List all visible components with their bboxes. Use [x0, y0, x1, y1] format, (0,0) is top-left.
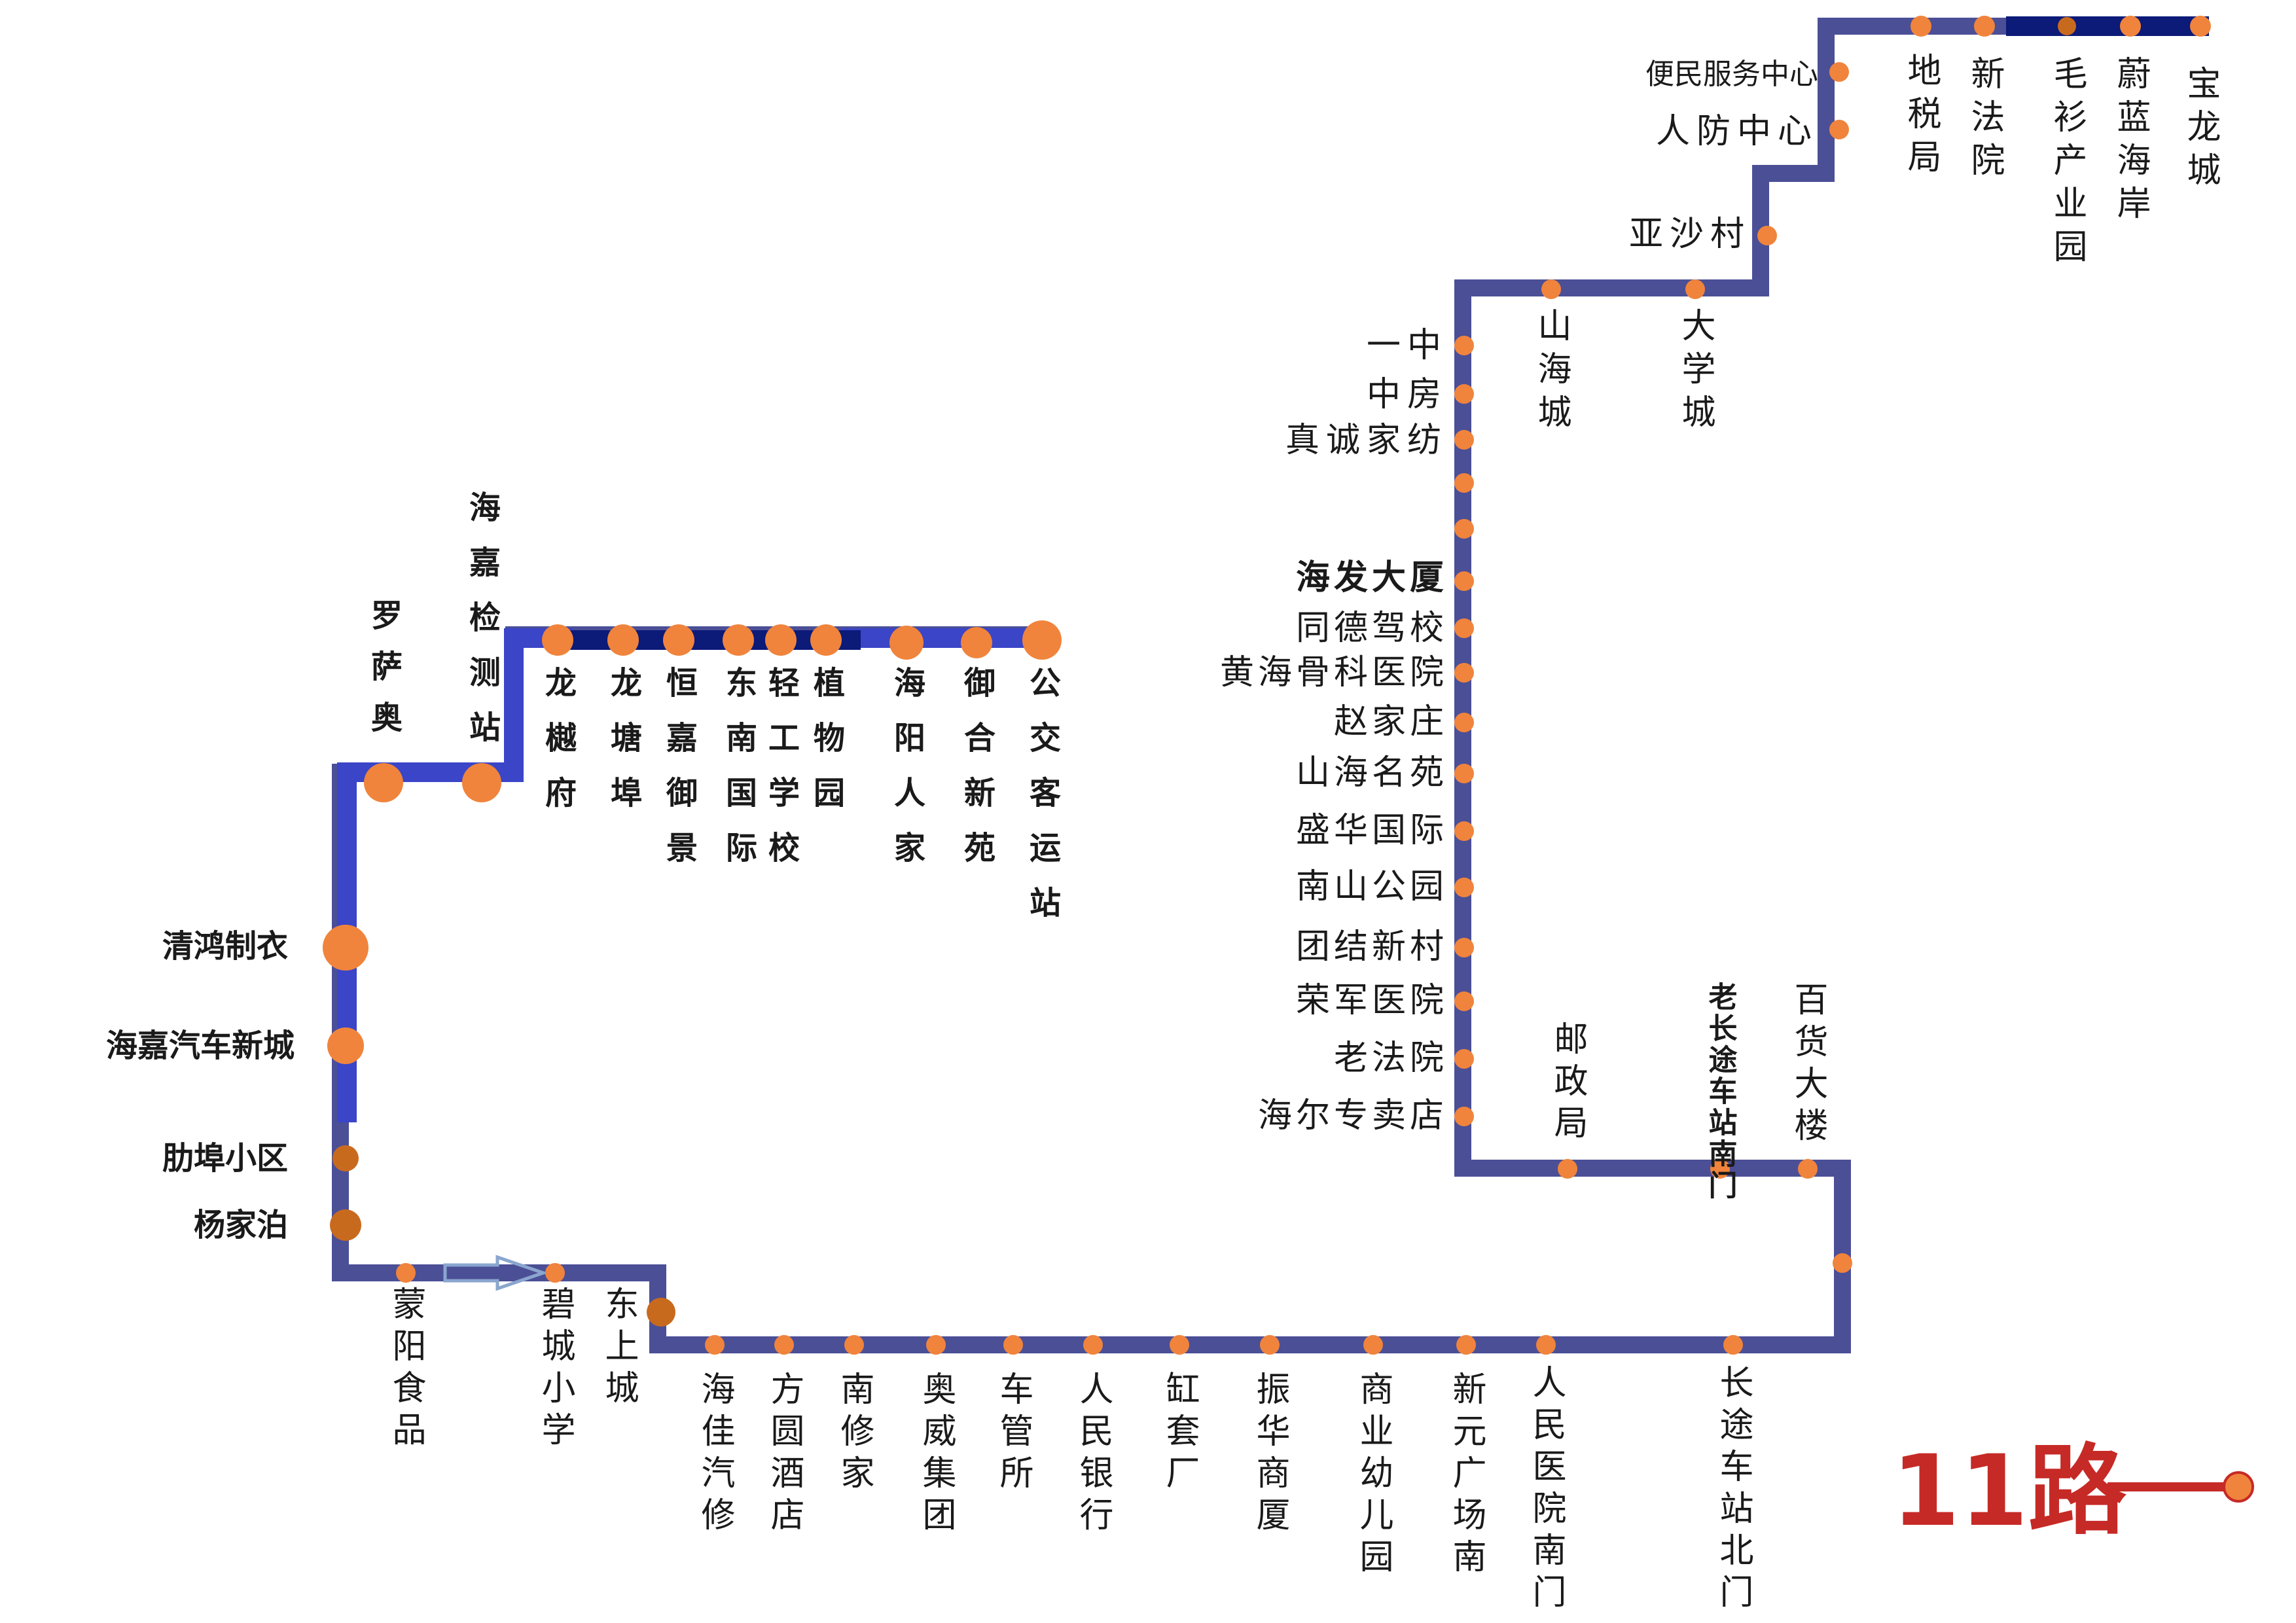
station-label: 人民医院南门: [1526, 1364, 1566, 1616]
station-label: 方圆酒店: [764, 1371, 804, 1539]
station-label: 荣军医院: [1296, 981, 1448, 1020]
station-label: 奥威集团: [916, 1371, 956, 1539]
station-label: 东南国际: [720, 666, 757, 886]
station-label: 黄海骨科医院: [1220, 653, 1448, 692]
station-label: 海嘉检测站: [463, 491, 501, 766]
station-label: 杨家泊: [194, 1207, 288, 1243]
station-label: 百货大楼: [1788, 982, 1827, 1149]
station-label: 新法院: [1965, 56, 2004, 185]
station-label: 长途车站北门: [1713, 1364, 1753, 1616]
station-label: 盛华国际: [1296, 811, 1448, 850]
station-label: 蔚蓝海岸: [2111, 56, 2150, 228]
station-labels: 宝龙城 蔚蓝海岸 毛衫产业园 新法院 地税局 便民服务中心 人防中心 亚沙村 大…: [106, 52, 2220, 1616]
station-label: 御合新苑: [958, 666, 996, 886]
station-label: 海佳汽修: [695, 1371, 734, 1539]
station-label: 龙塘埠: [605, 666, 642, 831]
station-label: 公交客运站: [1024, 666, 1061, 941]
station-label: 海发大厦: [1296, 558, 1448, 597]
legend-stop-icon: [2223, 1471, 2254, 1503]
station-label: 南修家: [834, 1371, 874, 1497]
station-label: 人民银行: [1073, 1371, 1113, 1539]
stop-markers: [323, 16, 2211, 1355]
station-label: 山海名苑: [1296, 753, 1448, 793]
station-label: 商业幼儿园: [1354, 1371, 1393, 1580]
station-label: 恒嘉御景: [660, 666, 698, 886]
station-label: 老法院: [1334, 1039, 1448, 1078]
station-label: 新元广场南: [1446, 1371, 1486, 1580]
direction-arrow-icon: [443, 1255, 548, 1291]
station-label: 龙樾府: [539, 666, 577, 831]
route-number-label: 11路: [1892, 1435, 2127, 1548]
station-label: 植物园: [808, 666, 845, 831]
station-label: 亚沙村: [1629, 215, 1751, 254]
station-label: 清鸿制衣: [162, 928, 288, 965]
station-label: 缸套厂: [1160, 1371, 1199, 1497]
station-label: 肋埠小区: [162, 1140, 288, 1177]
station-label: 便民服务中心: [1645, 58, 1818, 91]
station-label: 南山公园: [1296, 867, 1448, 906]
station-label: 大学城: [1676, 308, 1715, 437]
station-label: 山海城: [1532, 308, 1571, 437]
station-label: 海尔专卖店: [1258, 1096, 1448, 1135]
station-label: 赵家庄: [1334, 702, 1448, 741]
station-label: 蒙阳食品: [386, 1286, 425, 1454]
station-label: 一中: [1367, 326, 1448, 365]
station-label: 人防中心: [1656, 112, 1818, 151]
station-label: 宝龙城: [2181, 65, 2220, 195]
station-label: 东上城: [599, 1286, 638, 1412]
station-label: 轻工学校: [762, 666, 800, 886]
route-legend: 11路: [1892, 1435, 2254, 1548]
station-label: 地税局: [1901, 52, 1941, 182]
station-label: 真诚家纺: [1285, 421, 1448, 460]
station-label: 邮政局: [1548, 1021, 1587, 1147]
station-label: 海嘉汽车新城: [106, 1027, 295, 1064]
station-label: 海阳人家: [888, 666, 925, 886]
station-label: 车管所: [994, 1371, 1033, 1497]
station-label: 毛衫产业园: [2047, 56, 2087, 272]
station-label: 碧城小学: [535, 1286, 575, 1454]
station-label: 罗萨奥: [365, 599, 403, 752]
station-label: 老长途车站南门: [1704, 982, 1738, 1202]
station-label: 同德驾校: [1296, 609, 1448, 648]
station-label: 团结新村: [1296, 927, 1448, 967]
station-label: 振华商厦: [1250, 1371, 1289, 1539]
station-label: 中房: [1367, 375, 1448, 414]
